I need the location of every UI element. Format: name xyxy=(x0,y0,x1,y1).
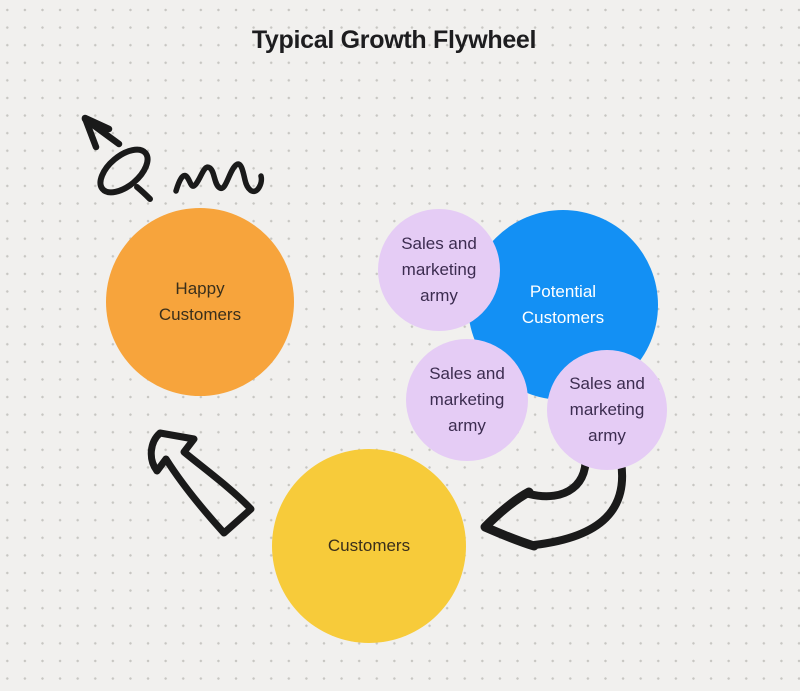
node-customers[interactable]: Customers xyxy=(272,449,466,643)
block-arrow-icon[interactable] xyxy=(147,429,255,537)
page-title: Typical Growth Flywheel xyxy=(251,26,537,54)
burst-scribble-icon[interactable] xyxy=(173,161,265,195)
node-label: Sales and marketing army xyxy=(569,374,645,445)
node-label: Happy Customers xyxy=(158,279,242,324)
node-happy-customers[interactable]: Happy Customers xyxy=(106,208,294,396)
node-label: Customers xyxy=(327,536,411,555)
node-label: Potential Customers xyxy=(521,282,605,327)
node-label: Sales and marketing army xyxy=(429,364,505,435)
loop-arrow-icon[interactable] xyxy=(81,114,155,202)
node-sales-marketing-army-3[interactable]: Sales and marketing army xyxy=(547,350,667,470)
node-sales-marketing-army-1[interactable]: Sales and marketing army xyxy=(378,209,500,331)
node-sales-marketing-army-2[interactable]: Sales and marketing army xyxy=(406,339,528,461)
node-label: Sales and marketing army xyxy=(401,234,477,305)
